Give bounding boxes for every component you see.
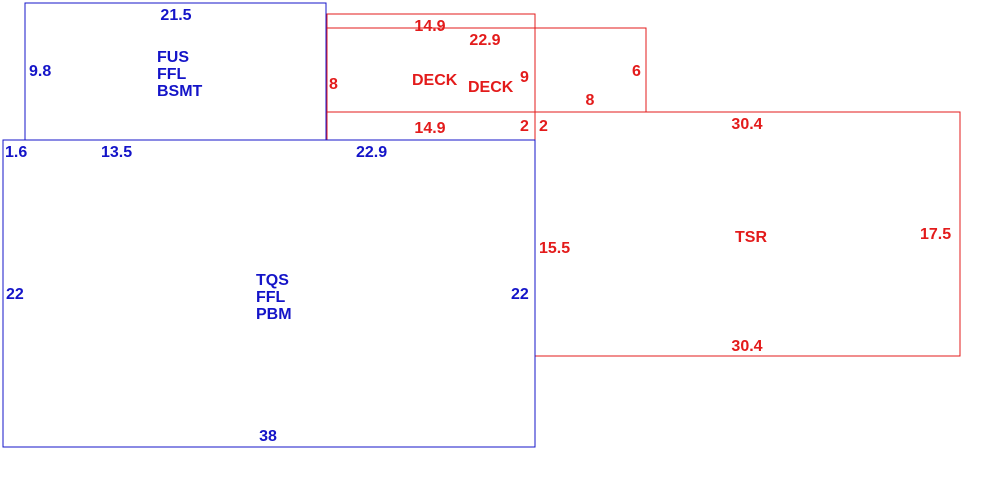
tsr-area: TSR 30.4 15.5 17.5 30.4 <box>539 116 951 355</box>
dimension-label: 30.4 <box>731 116 762 133</box>
dimension-label: 1.6 <box>5 144 27 161</box>
dimension-label: 8 <box>586 92 595 109</box>
dimension-label: 9.8 <box>29 63 51 80</box>
dimension-label: 17.5 <box>920 226 951 243</box>
main-areas <box>2 2 536 448</box>
dimension-label: 15.5 <box>539 240 570 257</box>
area-label: DECK <box>412 72 458 89</box>
dimension-label: 22 <box>6 286 24 303</box>
dimension-label: 9 <box>520 69 529 86</box>
area-label: DECK <box>468 79 514 96</box>
area-label: BSMT <box>157 83 203 100</box>
area-label: TSR <box>735 229 767 246</box>
dimension-label: 22.9 <box>469 32 500 49</box>
tqs-pbm-outline <box>2 139 536 448</box>
tqs-pbm-area: TQS FFL PBM 1.6 13.5 22.9 22 22 38 <box>5 144 529 445</box>
dimension-label: 2 <box>539 118 548 135</box>
dimension-label: 14.9 <box>414 18 445 35</box>
dimension-label: 6 <box>632 63 641 80</box>
dimension-label: 22.9 <box>356 144 387 161</box>
area-label: FFL <box>157 66 187 83</box>
area-label: TQS <box>256 272 289 289</box>
dimension-label: 22 <box>511 286 529 303</box>
dimension-label: 30.4 <box>731 338 762 355</box>
addon-areas <box>326 13 961 357</box>
dimension-label: 2 <box>520 118 529 135</box>
dimension-label: 8 <box>329 76 338 93</box>
dimension-label: 14.9 <box>414 120 445 137</box>
deck-2-area: DECK 22.9 9 6 8 2 <box>468 32 641 135</box>
dimension-label: 38 <box>259 428 277 445</box>
area-label: FUS <box>157 49 189 66</box>
dimension-label: 13.5 <box>101 144 132 161</box>
area-label: FFL <box>256 289 286 306</box>
deck-1-area: DECK 14.9 14.9 2 <box>412 18 529 137</box>
fus-bsmt-area: FUS FFL BSMT 21.5 9.8 8 <box>29 7 338 100</box>
area-label: PBM <box>256 306 292 323</box>
dimension-label: 21.5 <box>160 7 191 24</box>
